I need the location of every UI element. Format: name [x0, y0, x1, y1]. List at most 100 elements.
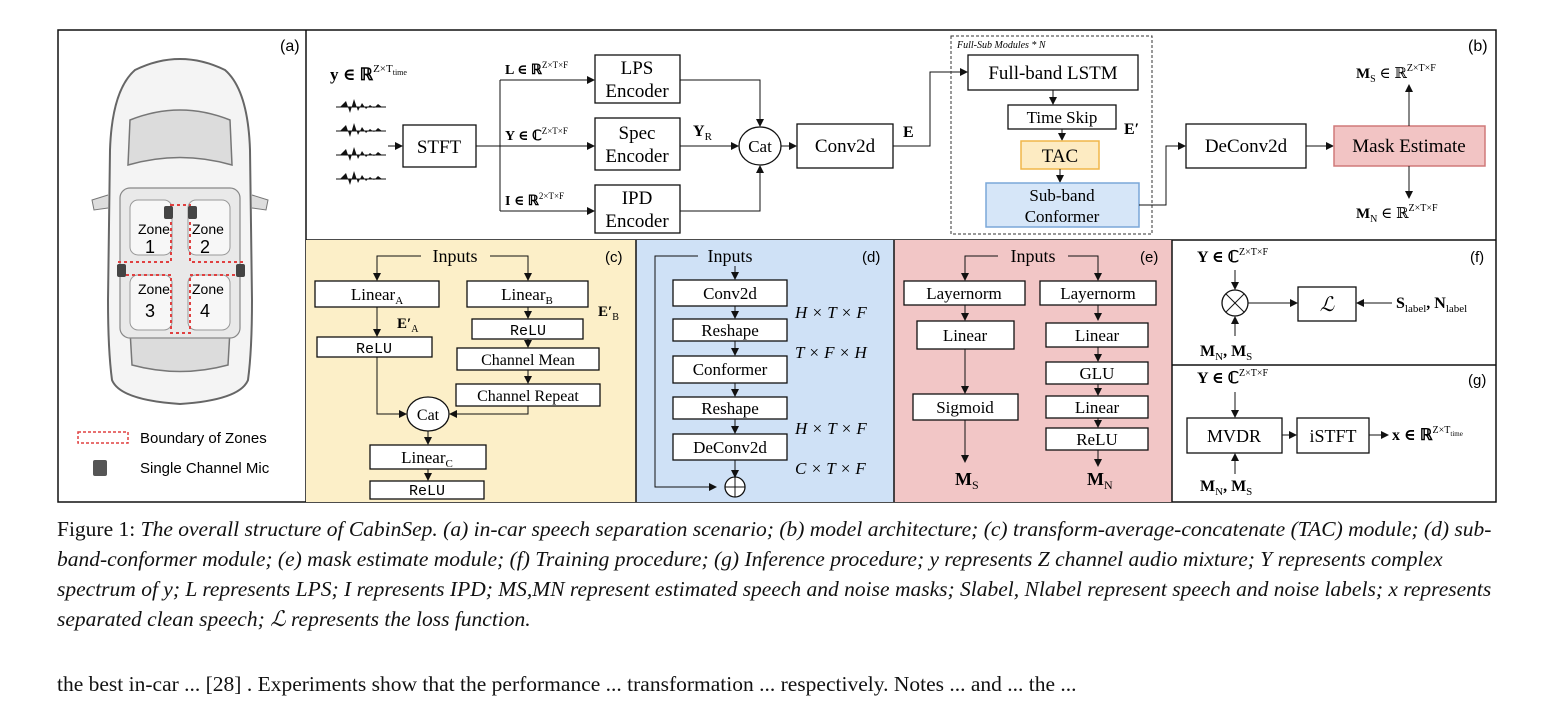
e-layernorm1-block	[903, 280, 1026, 306]
caption-body: The overall structure of CabinSep. (a) i…	[57, 517, 1492, 631]
e-linear2-block	[1045, 322, 1149, 348]
zone-3-number: 3	[145, 301, 155, 321]
legend-mic-icon	[93, 460, 107, 476]
L-input-label: L ∈ ℝ	[505, 63, 543, 78]
x-output-label: x ∈ ℝ	[1392, 427, 1433, 444]
panel-g: (g) Y ∈ ℂZ×T×F MVDR iSTFT x ∈ ℝZ×Ttime M…	[1186, 368, 1486, 498]
EA-label: E′	[397, 316, 411, 332]
panel-f-tag: (f)	[1470, 249, 1484, 266]
panel-d-tag: (d)	[862, 249, 880, 266]
mic-icon	[117, 264, 126, 277]
svg-text:Y ∈ ℂZ×T×F: Y ∈ ℂZ×T×F	[1197, 368, 1268, 387]
svg-text:Encoder: Encoder	[605, 81, 669, 102]
zone-4-label: Zone	[192, 281, 224, 297]
stft-label: STFT	[417, 137, 462, 158]
stft-block	[402, 124, 477, 168]
e-Mn-label: M	[1087, 469, 1104, 489]
legend-boundary-swatch	[77, 431, 129, 444]
svg-text:L ∈ ℝZ×T×F: L ∈ ℝZ×T×F	[505, 60, 568, 78]
svg-text:Sub-band: Sub-band	[1029, 186, 1095, 205]
istft-block	[1296, 417, 1370, 454]
d-reshape2-block	[672, 396, 788, 420]
deconv2d-block	[1185, 123, 1307, 169]
c-relu3-block	[369, 480, 485, 500]
c-relu1-block	[316, 336, 433, 358]
svg-text:DeConv2d: DeConv2d	[1205, 136, 1288, 157]
svg-text:Layernorm: Layernorm	[1060, 284, 1136, 303]
panel-b-tag: (b)	[1468, 38, 1488, 55]
caption-head: Figure 1:	[57, 517, 141, 541]
panel-a: (a) Zone 1 Zone 2 Zone 3 Zone 4	[77, 38, 300, 477]
panel-a-tag: (a)	[280, 38, 300, 55]
svg-text:IPD: IPD	[622, 188, 653, 209]
YR-label: Y	[693, 123, 705, 140]
mic-icon	[188, 206, 197, 219]
svg-text:DeConv2d: DeConv2d	[693, 438, 767, 457]
svg-text:ReLU: ReLU	[1076, 430, 1118, 449]
mvdr-block	[1186, 417, 1283, 454]
fullsub-container	[950, 35, 1153, 235]
trailing-body-text: the best in-car ... [28] . Experiments s…	[57, 672, 1077, 696]
svg-text:Y ∈ ℂZ×T×F: Y ∈ ℂZ×T×F	[505, 126, 568, 144]
y-input-label: y ∈ ℝ	[330, 65, 374, 84]
d-deconv2d-block	[672, 433, 788, 461]
EB-label: E′	[598, 304, 612, 320]
svg-text:MS ∈ ℝZ×T×F: MS ∈ ℝZ×T×F	[1356, 63, 1436, 85]
dim-label-2: T × F × H	[795, 343, 868, 362]
dim-label-3: H × T × F	[794, 419, 867, 438]
fullsub-label: Full-Sub Modules * N	[956, 40, 1047, 51]
svg-text:Slabel, Nlabel: Slabel, Nlabel	[1396, 295, 1467, 315]
svg-text:Encoder: Encoder	[605, 146, 669, 167]
svg-text:Channel Mean: Channel Mean	[481, 352, 575, 369]
e-layernorm2-block	[1039, 280, 1157, 306]
figure-caption: Figure 1: The overall structure of Cabin…	[57, 514, 1512, 634]
zone-1-number: 1	[145, 237, 155, 257]
svg-text:Cat: Cat	[417, 407, 440, 424]
labels-text: S	[1396, 295, 1405, 312]
svg-text:Conv2d: Conv2d	[703, 284, 757, 303]
svg-text:Linear: Linear	[943, 326, 988, 345]
c-inputs-label: Inputs	[433, 246, 478, 266]
Ms-output-label: M	[1356, 66, 1370, 82]
svg-text:GLU: GLU	[1080, 364, 1115, 383]
svg-text:Encoder: Encoder	[605, 211, 669, 232]
svg-text:MN ∈ ℝZ×T×F: MN ∈ ℝZ×T×F	[1356, 203, 1438, 225]
f-Y-label: Y ∈ ℂ	[1197, 249, 1239, 266]
svg-text:LinearC: LinearC	[401, 448, 453, 470]
cat-label: Cat	[748, 137, 772, 156]
svg-text:Time Skip: Time Skip	[1027, 108, 1098, 127]
svg-text:E′A: E′A	[397, 316, 419, 335]
e-Ms-label: M	[955, 469, 972, 489]
svg-text:MS: MS	[955, 469, 979, 492]
svg-text:iSTFT: iSTFT	[1309, 426, 1356, 446]
svg-text:Reshape: Reshape	[701, 321, 759, 340]
svg-text:Linear: Linear	[1075, 398, 1120, 417]
mic-icon	[164, 206, 173, 219]
fullband-lstm-block	[967, 54, 1139, 91]
panel-b: (b) y ∈ ℝZ×Ttime STFT L ∈ ℝZ×T×F Y ∈ ℂZ×…	[330, 35, 1488, 235]
dim-label-1: H × T × F	[794, 303, 867, 322]
svg-text:ReLU: ReLU	[409, 483, 445, 500]
mic-icon	[236, 264, 245, 277]
svg-text:Mask Estimate: Mask Estimate	[1352, 136, 1465, 157]
panel-d: (d) Inputs Conv2d Reshape Conformer Resh…	[654, 246, 880, 498]
svg-text:MN, MS: MN, MS	[1200, 478, 1252, 498]
e-linear3-block	[1045, 395, 1149, 419]
panel-g-tag: (g)	[1468, 372, 1486, 389]
svg-text:Conformer: Conformer	[693, 360, 768, 379]
svg-text:LinearB: LinearB	[501, 285, 553, 307]
panel-e-tag: (e)	[1140, 249, 1158, 266]
loss-label: ℒ	[1320, 294, 1335, 316]
ipd-encoder-block	[594, 184, 681, 234]
legend-boundary-label: Boundary of Zones	[140, 430, 267, 447]
car-topview	[91, 58, 269, 406]
svg-text:x ∈ ℝZ×Ttime: x ∈ ℝZ×Ttime	[1392, 425, 1463, 444]
svg-text:Conformer: Conformer	[1025, 207, 1100, 226]
svg-text:y ∈ ℝZ×Ttime: y ∈ ℝZ×Ttime	[330, 63, 407, 84]
svg-text:E′B: E′B	[598, 304, 619, 323]
I-input-label: I ∈ ℝ	[505, 194, 540, 209]
zone-2-number: 2	[200, 237, 210, 257]
g-Y-label: Y ∈ ℂ	[1197, 370, 1239, 387]
panel-e: (e) Inputs Layernorm Layernorm Linear Li…	[903, 246, 1158, 492]
Y-input-label: Y ∈ ℂ	[505, 129, 542, 144]
